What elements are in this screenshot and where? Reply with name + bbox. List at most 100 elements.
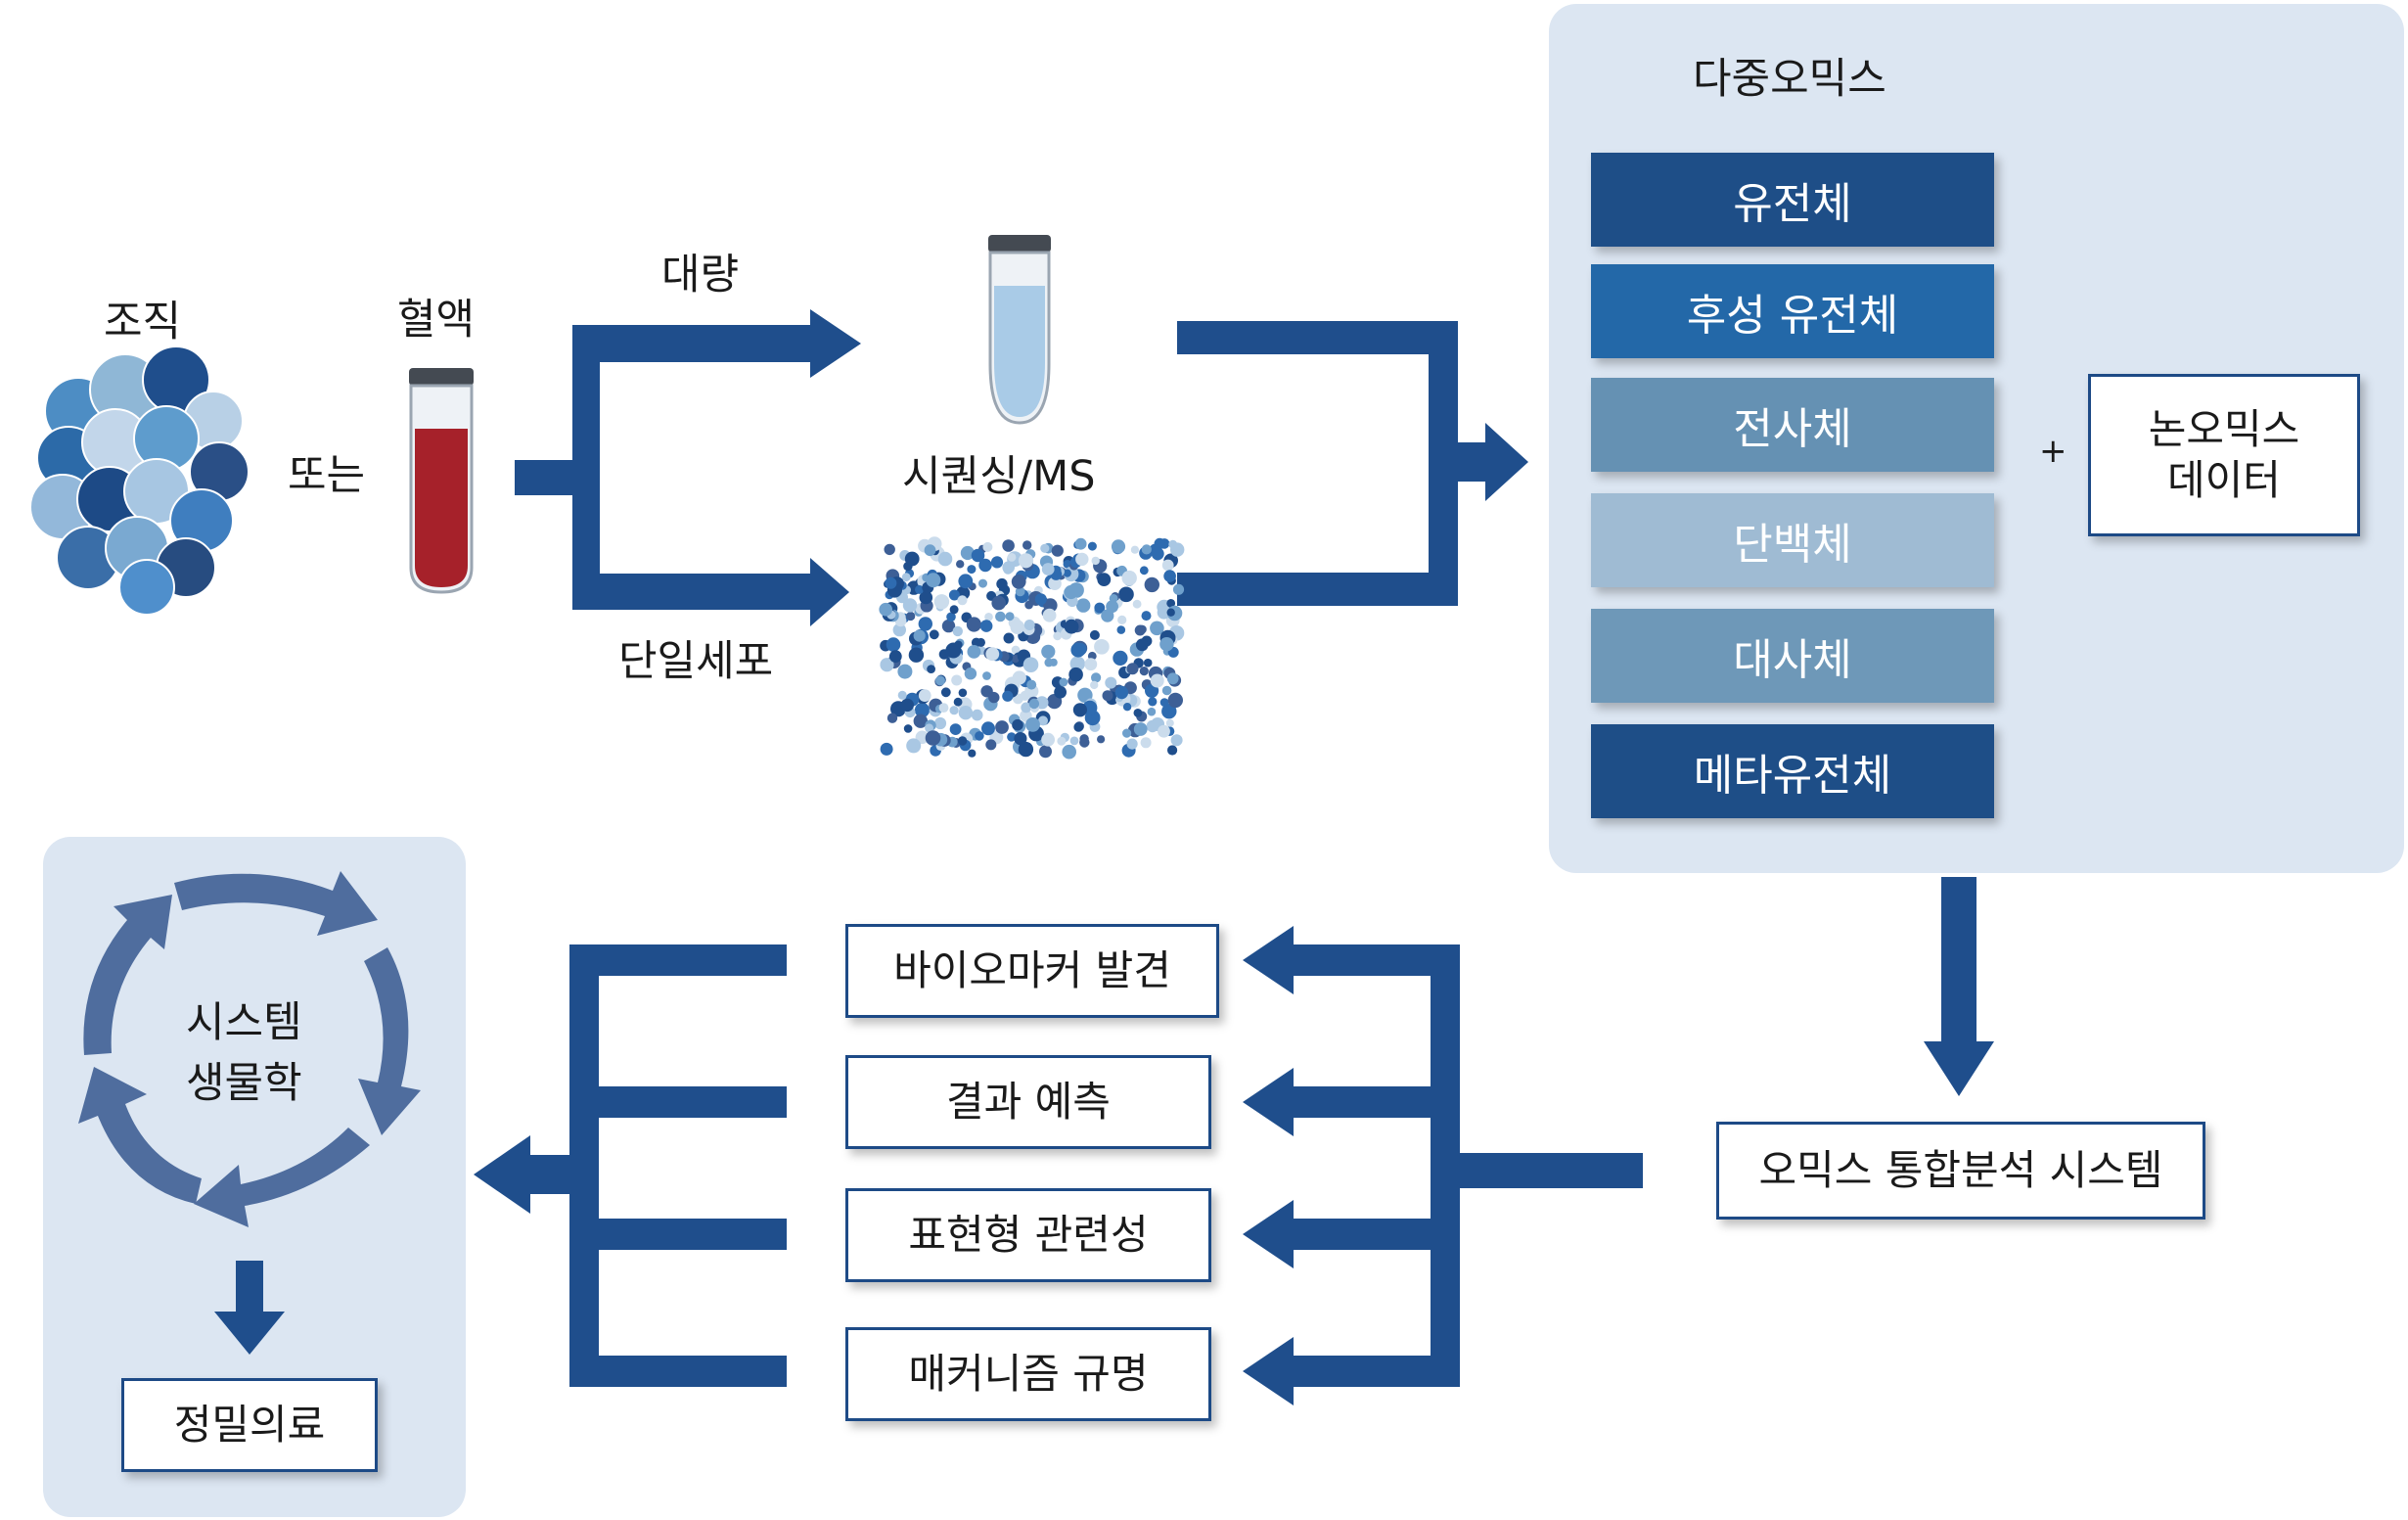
cell-dot [1015, 586, 1025, 597]
down-arrowhead [1924, 1041, 1994, 1096]
cell-dot [915, 584, 924, 594]
cell-dot [958, 706, 974, 720]
cell-dot [990, 556, 1004, 569]
cell-dot [958, 574, 974, 589]
cell-dot [1097, 573, 1112, 586]
merge-arrowhead [1485, 423, 1528, 501]
cell-dot [900, 698, 914, 713]
cell-dot [925, 723, 934, 733]
cell-dot [964, 668, 977, 680]
cell-dot [1133, 722, 1148, 736]
outcome-right-vertical [1431, 944, 1460, 1387]
cell-dot [918, 617, 932, 631]
tissue-cells-icon [29, 345, 250, 616]
cell-dot [1012, 718, 1023, 731]
cell-dot [906, 738, 922, 754]
cell-dot [1167, 692, 1184, 709]
cell-dot [1137, 624, 1147, 634]
cell-dot [901, 573, 911, 582]
cell-dot [996, 577, 1008, 590]
cell-dot [985, 739, 997, 751]
integration-label: 오믹스 통합분석 시스템 [1758, 1145, 2163, 1194]
cell-dot [879, 602, 892, 617]
left-stub [528, 1155, 571, 1194]
cell-dot [924, 544, 936, 557]
single-cell-dots-icon [879, 536, 1185, 760]
cell-dot [1141, 611, 1152, 622]
cell-dot [925, 730, 941, 746]
cell-dot [1062, 744, 1076, 760]
cell-dot [913, 629, 926, 642]
cell-dot [1021, 702, 1032, 714]
cell-dot [906, 611, 916, 622]
cell-dot [951, 674, 963, 686]
cell-dot [927, 665, 935, 673]
method-label: 시퀀싱/MS [902, 452, 1096, 501]
cell-dot [1139, 566, 1149, 576]
cell-dot [926, 573, 941, 588]
cell-dot [1126, 663, 1139, 675]
cell-dot [957, 595, 968, 606]
cell-dot [956, 560, 965, 569]
cell-dot [940, 687, 951, 698]
cell-dot [966, 617, 982, 632]
cell-dot [1161, 685, 1172, 696]
cell-dot [1039, 745, 1052, 759]
cell-dot [1028, 698, 1040, 710]
cell-dot [935, 675, 945, 686]
cell-dot [1040, 543, 1050, 553]
omics-layer-bar: 메타유전체 [1591, 724, 1994, 818]
cell-dot [1073, 642, 1087, 656]
cell-dot [948, 589, 960, 601]
cell-dot [933, 716, 947, 730]
cell-dot [1023, 620, 1035, 630]
single-cell-arrowhead [810, 558, 849, 626]
cell-dot [946, 612, 956, 622]
outcome-left-line-1 [569, 944, 787, 976]
cell-dot [957, 736, 968, 746]
cell-dot [960, 545, 976, 561]
cell-dot [1166, 608, 1175, 617]
cell-dot [1053, 631, 1063, 641]
outcome-right-line-4 [1292, 1356, 1460, 1387]
cell-dot [1025, 717, 1040, 732]
cell-dot [1007, 553, 1017, 562]
cell-dot [903, 724, 913, 733]
cell-dot [886, 637, 901, 652]
cell-dot [1003, 564, 1014, 575]
cell-dot [1011, 574, 1026, 589]
cell-dot [1018, 741, 1034, 758]
cell-dot [1105, 676, 1117, 689]
cell-dot [1057, 736, 1067, 746]
cell-dot [1101, 609, 1114, 622]
input-connector [515, 460, 573, 495]
cell-dot [1064, 619, 1079, 634]
cell-dot [967, 565, 977, 575]
cell-dot [1170, 734, 1183, 747]
cell-dot [975, 731, 984, 741]
integration-line [1431, 1153, 1643, 1188]
cell-dot [1147, 707, 1157, 716]
outcome-left-line-2 [569, 1086, 787, 1118]
outcome-box: 표현형 관련성 [845, 1188, 1211, 1282]
cell-dot [1012, 670, 1026, 685]
outcome-box: 결과 예측 [845, 1055, 1211, 1149]
cell-dot [979, 620, 993, 632]
cell-dot [1011, 645, 1021, 655]
cell-dot [1007, 732, 1017, 742]
cell-dot [1130, 545, 1139, 554]
cell-dot [1003, 632, 1015, 644]
cell-dot [913, 714, 928, 728]
cell-dot [902, 598, 918, 613]
cell-dot [1042, 608, 1057, 622]
cell-dot [1148, 697, 1158, 707]
cell-dot [1064, 584, 1078, 600]
cell-dot [1157, 606, 1171, 620]
outcome-arrowhead-3 [1243, 1200, 1294, 1268]
cell-dot [1140, 737, 1152, 749]
omics-layer-bar: 후성 유전체 [1591, 264, 1994, 358]
cell-dot [995, 611, 1006, 622]
integration-box: 오믹스 통합분석 시스템 [1716, 1122, 2205, 1220]
cell-dot [1166, 599, 1176, 608]
cell-dot [945, 642, 962, 659]
